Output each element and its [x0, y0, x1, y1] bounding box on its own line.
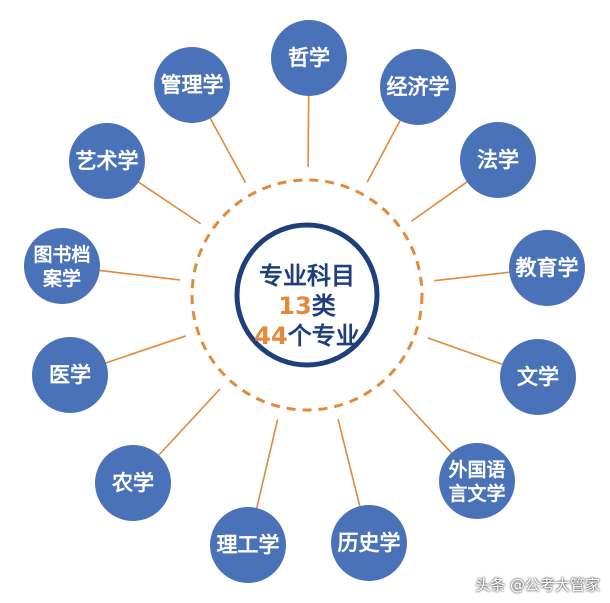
- node-label-foreign-language-literature: 外国语: [448, 458, 505, 481]
- major-count-number: 44: [254, 322, 287, 350]
- connector-foreign-language-literature: [392, 388, 452, 454]
- node-circle-education: [509, 230, 585, 306]
- dashed-ring: [190, 178, 424, 412]
- category-count-unit: 类: [312, 292, 337, 320]
- node-circle-management: [154, 47, 230, 123]
- node-agronomy: 农学: [95, 445, 171, 521]
- node-literature: 文学: [500, 339, 576, 415]
- watermark: 头条 @公考大管家: [475, 576, 600, 594]
- node-label-history: 历史学: [338, 531, 401, 555]
- node-circle-law: [460, 122, 536, 198]
- node-label-agronomy: 农学: [111, 471, 154, 495]
- node-circle-foreign-language-literature: [439, 443, 515, 519]
- node-label-art: 艺术学: [76, 149, 139, 173]
- node-circle-history: [331, 505, 407, 581]
- node-art: 艺术学: [69, 123, 145, 199]
- node-circle-economics: [380, 49, 456, 125]
- connector-literature: [427, 337, 503, 366]
- node-label-literature: 文学: [517, 365, 559, 389]
- connector-philosophy: [307, 95, 310, 168]
- connector-art: [138, 181, 202, 225]
- node-law: 法学: [460, 122, 536, 198]
- node-label-science-engineering: 理工学: [217, 533, 280, 557]
- node-management: 管理学: [154, 47, 230, 123]
- major-count-unit: 个专业: [288, 322, 360, 350]
- connector-economics: [366, 120, 401, 183]
- node-label-management: 管理学: [161, 73, 224, 97]
- connector-history: [337, 418, 361, 507]
- node-philosophy: 哲学: [271, 20, 347, 96]
- connector-medicine: [105, 335, 186, 364]
- connector-library-archives: [99, 269, 180, 281]
- node-economics: 经济学: [380, 49, 456, 125]
- node-history: 历史学: [331, 505, 407, 581]
- node-medicine: 医学: [32, 337, 108, 413]
- connector-management: [209, 117, 247, 184]
- node-circle-science-engineering: [210, 507, 286, 583]
- node-circle-literature: [500, 339, 576, 415]
- node-circle-agronomy: [95, 445, 171, 521]
- connector-education: [434, 271, 510, 282]
- center-major-count: 44个专业: [254, 322, 359, 350]
- node-label-philosophy: 哲学: [288, 46, 330, 70]
- connector-law: [411, 181, 468, 222]
- connector-lines: [99, 95, 510, 509]
- node-circle-philosophy: [271, 20, 347, 96]
- node-circle-art: [69, 123, 145, 199]
- center-category-count: 13类: [278, 292, 336, 320]
- node-label-economics: 经济学: [387, 75, 450, 99]
- center-title: 专业科目: [259, 262, 355, 290]
- node-label-education: 教育学: [516, 256, 579, 280]
- node-label-library-archives: 图书档: [33, 243, 90, 266]
- category-count-number: 13: [278, 292, 311, 320]
- connector-agronomy: [158, 388, 221, 456]
- connector-science-engineering: [255, 419, 279, 509]
- node-label-library-archives: 案学: [42, 267, 81, 290]
- node-science-engineering: 理工学: [210, 507, 286, 583]
- node-education: 教育学: [509, 230, 585, 306]
- node-circle-library-archives: [24, 228, 100, 304]
- center-ring: [234, 222, 380, 368]
- node-label-law: 法学: [477, 148, 519, 172]
- node-circle-medicine: [32, 337, 108, 413]
- node-label-foreign-language-literature: 言文学: [448, 482, 505, 505]
- node-label-medicine: 医学: [49, 363, 91, 387]
